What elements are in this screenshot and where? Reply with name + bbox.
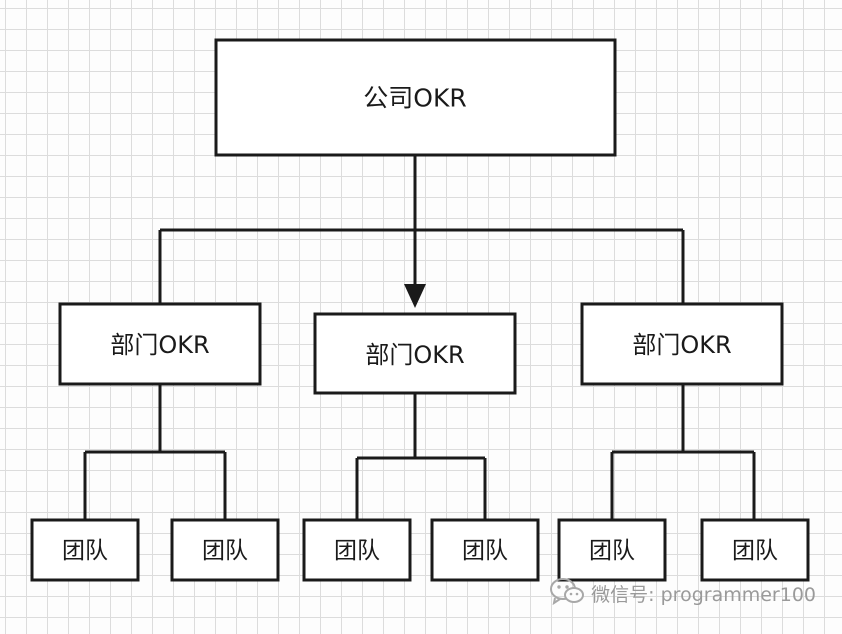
department-node-3: 部门OKR — [580, 302, 784, 386]
wechat-icon — [549, 577, 585, 610]
team-label: 团队 — [732, 538, 778, 564]
team-label: 团队 — [202, 538, 248, 564]
team-node-3-1: 团队 — [557, 518, 667, 582]
department-node-2: 部门OKR — [313, 312, 517, 395]
team-label: 团队 — [462, 538, 508, 564]
team-label: 团队 — [589, 538, 635, 564]
department-label: 部门OKR — [632, 331, 731, 359]
team-node-3-2: 团队 — [700, 518, 810, 582]
connectors — [83, 155, 756, 520]
watermark: 微信号: programmer100 — [549, 577, 816, 610]
team-node-1-1: 团队 — [30, 518, 140, 582]
department-label: 部门OKR — [110, 331, 209, 359]
team-node-1-2: 团队 — [170, 518, 280, 582]
watermark-text: 微信号: programmer100 — [591, 584, 816, 606]
team-node-2-2: 团队 — [430, 518, 540, 582]
connector-dept2-teams — [355, 393, 487, 520]
department-label: 部门OKR — [365, 341, 464, 369]
team-label: 团队 — [62, 538, 108, 564]
connector-dept3-teams — [610, 384, 756, 520]
department-node-1: 部门OKR — [58, 302, 262, 386]
connector-dept1-teams — [83, 384, 227, 520]
team-node-2-1: 团队 — [302, 518, 412, 582]
company-label: 公司OKR — [363, 84, 466, 113]
company-node: 公司OKR — [214, 38, 617, 157]
team-label: 团队 — [334, 538, 380, 564]
arrowhead — [404, 284, 426, 308]
